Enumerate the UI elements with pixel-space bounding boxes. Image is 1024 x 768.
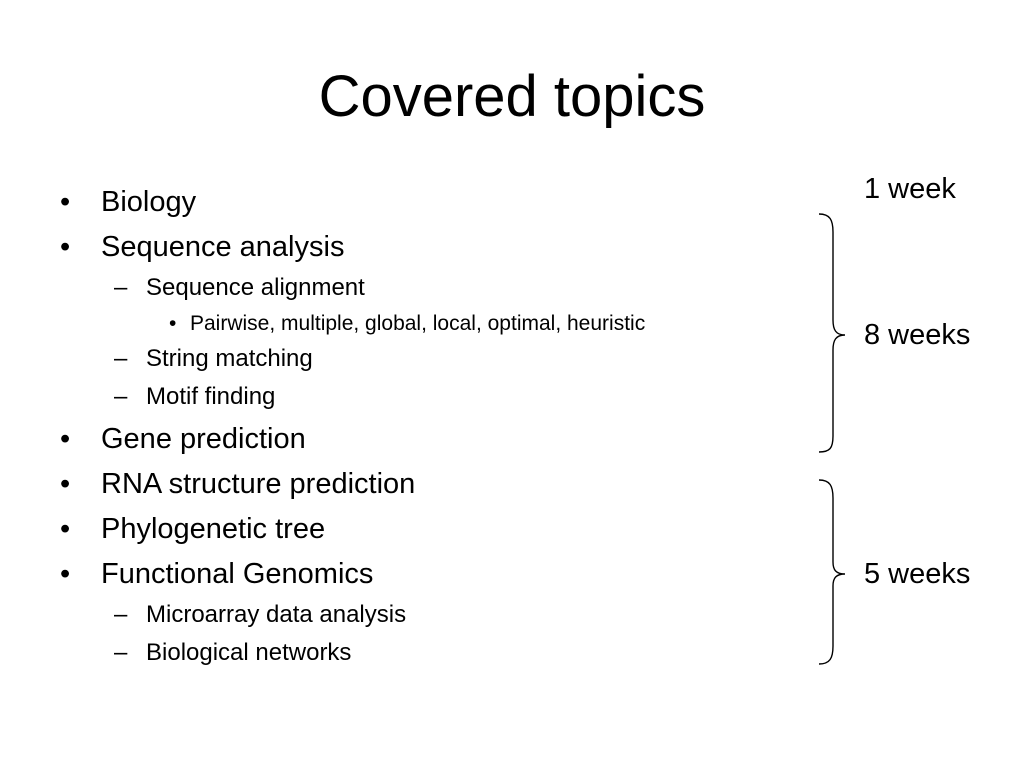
topic-sequence-analysis: Sequence analysis bbox=[101, 231, 345, 263]
bullet-marker: • bbox=[60, 423, 71, 455]
topic-rna-structure-prediction: RNA structure prediction bbox=[101, 468, 416, 500]
subtopic-sequence-alignment: Sequence alignment bbox=[146, 274, 365, 301]
subtopic-biological-networks: Biological networks bbox=[146, 639, 352, 666]
topic-biology: Biology bbox=[101, 186, 197, 218]
subtopic-string-matching: String matching bbox=[146, 345, 313, 372]
curly-brace-upper bbox=[818, 213, 846, 453]
duration-sequence-to-gene: 8 weeks bbox=[864, 319, 971, 351]
duration-rna-to-functional: 5 weeks bbox=[864, 558, 971, 590]
subtopic-motif-finding: Motif finding bbox=[146, 383, 276, 410]
subsubtopic-alignment-types: Pairwise, multiple, global, local, optim… bbox=[190, 312, 646, 335]
dash-marker: – bbox=[114, 345, 128, 372]
subtopic-microarray-data-analysis: Microarray data analysis bbox=[146, 601, 407, 628]
topic-gene-prediction: Gene prediction bbox=[101, 423, 306, 455]
dash-marker: – bbox=[114, 274, 128, 301]
slide-title: Covered topics bbox=[318, 64, 706, 129]
bullet-marker: • bbox=[169, 312, 177, 335]
dash-marker: – bbox=[114, 639, 128, 666]
dash-marker: – bbox=[114, 601, 128, 628]
curly-brace-lower bbox=[818, 479, 846, 665]
bullet-marker: • bbox=[60, 186, 71, 218]
duration-biology: 1 week bbox=[864, 173, 956, 205]
topic-functional-genomics: Functional Genomics bbox=[101, 558, 374, 590]
bullet-marker: • bbox=[60, 513, 71, 545]
dash-marker: – bbox=[114, 383, 128, 410]
topic-phylogenetic-tree: Phylogenetic tree bbox=[101, 513, 326, 545]
bullet-marker: • bbox=[60, 231, 71, 263]
bullet-marker: • bbox=[60, 558, 71, 590]
bullet-marker: • bbox=[60, 468, 71, 500]
